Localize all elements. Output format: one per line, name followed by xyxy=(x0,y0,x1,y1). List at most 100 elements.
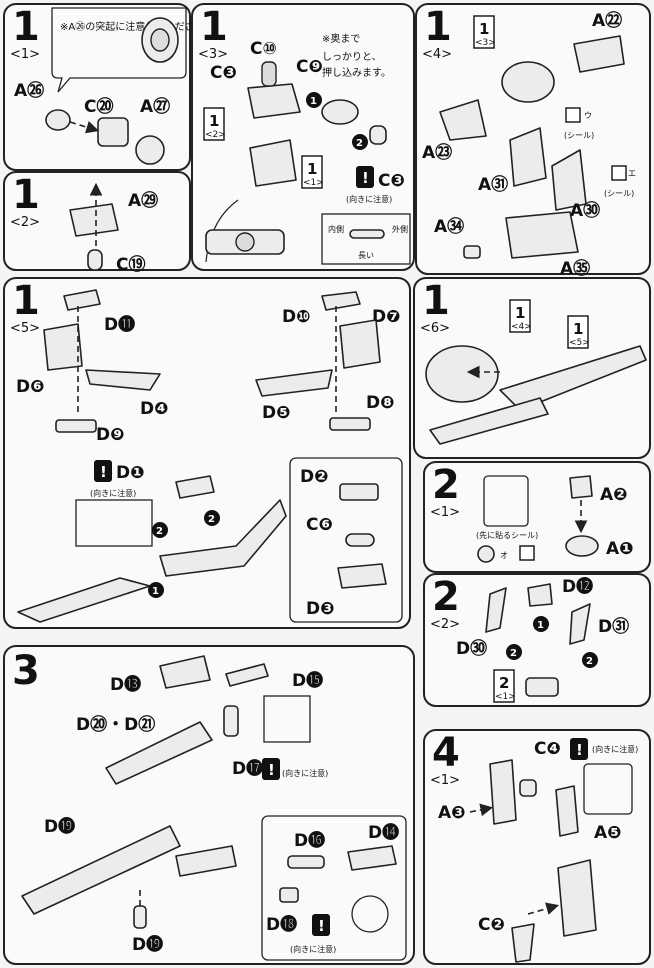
step-substep: <4> xyxy=(422,47,452,62)
step-substep: <5> xyxy=(10,321,40,336)
step-number: 2 xyxy=(432,574,460,620)
svg-text:1: 1 xyxy=(152,586,159,597)
label-d13: D⓭ xyxy=(110,674,141,695)
note-push-1: ※奥まで xyxy=(322,32,360,45)
part-d17 xyxy=(223,705,239,737)
part-d4 xyxy=(85,369,161,391)
svg-text:<2>: <2> xyxy=(205,130,226,140)
label-d10: D❿ xyxy=(282,307,311,327)
label-c9: C❾ xyxy=(296,57,323,77)
label-a27: A㉗ xyxy=(140,96,170,117)
warning-badge: ! xyxy=(570,738,588,760)
part-head-assembly xyxy=(425,345,499,403)
part-d16 xyxy=(287,855,325,869)
label-d5: D❺ xyxy=(262,403,291,423)
label-a2: A❷ xyxy=(600,485,628,505)
part-detail-front xyxy=(205,229,285,255)
step-number: 3 xyxy=(12,648,40,694)
caution-orientation: (向きに注意) xyxy=(90,488,136,498)
part-d13 xyxy=(159,655,211,689)
part-d31 xyxy=(569,603,591,645)
leader-line xyxy=(205,199,239,263)
label-inside: 内側 xyxy=(328,224,344,234)
label-long: 長い xyxy=(358,251,374,260)
step-substep: <2> xyxy=(10,215,40,230)
svg-text:1: 1 xyxy=(537,620,544,631)
seal-first-label: (先に貼るシール) xyxy=(476,530,538,540)
order-2: 2 xyxy=(352,134,368,150)
label-d20-d21: D⑳・D㉑ xyxy=(76,714,155,735)
label-d3: D❸ xyxy=(306,599,335,619)
detail-d17 xyxy=(263,695,311,743)
seal-u: ウ xyxy=(565,107,592,123)
label-c19: C⑲ xyxy=(116,254,145,275)
note-push-2: しっかりと、 xyxy=(322,51,382,63)
label-outside: 外側 xyxy=(392,224,408,234)
label-d30: D㉚ xyxy=(456,638,487,659)
part-c20 xyxy=(97,117,129,147)
order-2: 2 xyxy=(204,510,220,526)
order-2: 2 xyxy=(152,522,168,538)
label-d4: D❹ xyxy=(140,399,169,419)
part-d18 xyxy=(279,887,299,903)
step-number: 1 xyxy=(12,4,40,50)
label-a1: A❶ xyxy=(606,539,634,559)
label-d16: D⓰ xyxy=(294,830,325,851)
part-a34 xyxy=(463,245,481,259)
part-d8 xyxy=(329,417,371,431)
label-d15: D⓯ xyxy=(292,670,323,691)
step-number: 1 xyxy=(200,4,228,50)
label-d17: D⓱ xyxy=(232,758,263,779)
part-d1 xyxy=(175,475,215,499)
seal-label: (シール) xyxy=(564,131,594,140)
label-d19a: D⓳ xyxy=(44,816,75,837)
label-a31: A㉛ xyxy=(478,174,508,195)
svg-text:2: 2 xyxy=(156,526,163,537)
order-1: 1 xyxy=(306,92,322,108)
seal-o: オ xyxy=(477,545,535,563)
caution-orientation: (向きに注意) xyxy=(282,768,328,778)
svg-text:ウ: ウ xyxy=(584,111,592,120)
panel-step-1-2: 1 <2> A㉙ C⑲ xyxy=(3,171,191,275)
part-a30 xyxy=(551,149,587,211)
label-a34: A㉞ xyxy=(434,216,464,237)
ref-step-1-4: 1 <4> xyxy=(509,299,532,333)
seal-label-2: (シール) xyxy=(604,189,634,198)
svg-text:1: 1 xyxy=(307,160,317,178)
step-substep: <3> xyxy=(198,47,228,62)
panel-step-2-1: 2 <1> (先に貼るシール) オ A❷ A❶ xyxy=(423,461,651,573)
label-c4: C❹ xyxy=(534,739,561,759)
step-number: 1 xyxy=(12,172,40,218)
part-base-assembly xyxy=(525,677,559,697)
svg-text:1: 1 xyxy=(310,96,317,107)
part-d19-weapon xyxy=(21,825,181,915)
part-d7 xyxy=(339,319,381,369)
part-a31 xyxy=(509,127,547,187)
part-head-core xyxy=(501,61,555,103)
part-c6 xyxy=(345,533,375,547)
part-d12 xyxy=(527,583,553,607)
part-a1 xyxy=(565,535,599,557)
panel-step-3: 3 D⓭ D⓯ D⑳・D㉑ D⓱ ! (向きに注意) D⓳ D⓳ D⓰ D⓮ D… xyxy=(3,645,415,965)
warning-badge: ! xyxy=(356,166,374,188)
part-d5 xyxy=(255,369,333,397)
label-c3a: C❸ xyxy=(210,63,237,83)
assembly-arrow xyxy=(469,803,494,817)
part-detail-a26 xyxy=(141,17,179,63)
seal-e: エ xyxy=(611,165,636,181)
panel-step-1-6: 1 <6> 1 <4> 1 <5> xyxy=(413,277,651,459)
step-number: 1 xyxy=(12,278,40,324)
label-c6: C❻ xyxy=(306,515,333,535)
svg-text:1: 1 xyxy=(479,20,489,38)
svg-text:2: 2 xyxy=(356,138,363,149)
svg-text:<1>: <1> xyxy=(495,692,516,702)
part-c4 xyxy=(519,779,537,797)
svg-text:2: 2 xyxy=(499,674,509,692)
svg-text:2: 2 xyxy=(510,648,517,659)
part-a5 xyxy=(555,785,579,837)
panel-step-1-1: 1 <1> ※A㉖の突起に注意してください。 A㉖ C⑳ A㉗ xyxy=(3,3,215,171)
label-d6: D❻ xyxy=(16,377,45,397)
caution-orientation: (向きに注意) xyxy=(290,944,336,954)
seal-preview xyxy=(483,475,529,527)
